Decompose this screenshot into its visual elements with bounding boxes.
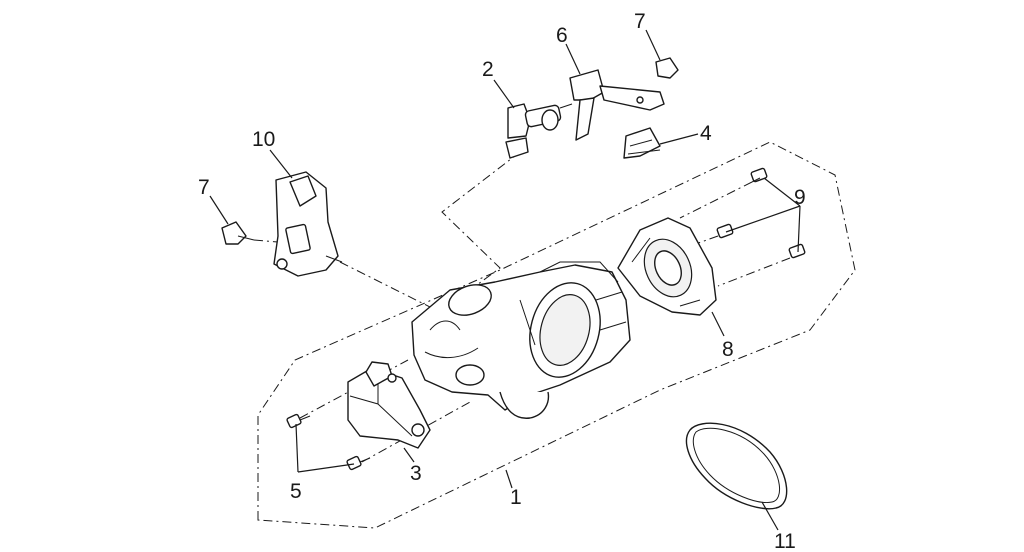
callout-1: 1: [510, 486, 522, 509]
callout-3: 3: [410, 462, 422, 485]
injector-guide-line: [441, 151, 521, 291]
callout-7-left: 7: [198, 176, 210, 199]
leader-6: [565, 43, 581, 75]
throttle-position-sensor: [347, 361, 431, 449]
leader-4: [659, 133, 699, 145]
throttle-body: [411, 261, 631, 419]
screw-5-lower: [346, 455, 371, 471]
map-sensor-guide-line: [339, 261, 441, 313]
callout-8: 8: [722, 338, 734, 361]
callout-10: 10: [252, 128, 275, 151]
leader-1: [505, 469, 513, 489]
callout-6: 6: [556, 24, 568, 47]
leader-11: [761, 501, 779, 531]
map-sensor: [273, 171, 343, 277]
leader-8: [711, 311, 725, 337]
leader-9c: [797, 205, 801, 253]
leader-9a: [763, 177, 801, 207]
bolt-left: [221, 221, 255, 245]
leader-5a: [295, 423, 299, 473]
fuel-injector: [505, 103, 573, 159]
o-ring-gasket: [685, 422, 788, 510]
assembly-boundary: [257, 141, 856, 529]
leader-7a: [645, 29, 661, 61]
fuel-rail-connector: [569, 69, 665, 141]
screw-guide-low: [717, 257, 791, 287]
screw-5-upper: [286, 413, 311, 429]
leader-2: [493, 79, 515, 109]
bolt-7-guide-line: [253, 239, 279, 243]
leader-7b: [209, 195, 229, 225]
bolt-top-right: [655, 57, 679, 79]
screw-top: [750, 167, 768, 183]
leader-5b: [297, 463, 355, 473]
callout-4: 4: [700, 122, 712, 145]
callout-11: 11: [774, 530, 796, 552]
leader-9b: [725, 205, 801, 233]
callout-5: 5: [290, 480, 302, 503]
leader-3: [403, 447, 415, 463]
cover-plate: [617, 217, 717, 316]
screw-guide-top: [679, 181, 753, 219]
retaining-clip: [623, 127, 661, 159]
callout-9: 9: [794, 186, 806, 209]
callout-2: 2: [482, 58, 494, 81]
screw-low: [788, 243, 806, 259]
leader-10: [269, 149, 293, 179]
callout-7-top: 7: [634, 10, 646, 33]
screw-mid: [716, 223, 734, 239]
